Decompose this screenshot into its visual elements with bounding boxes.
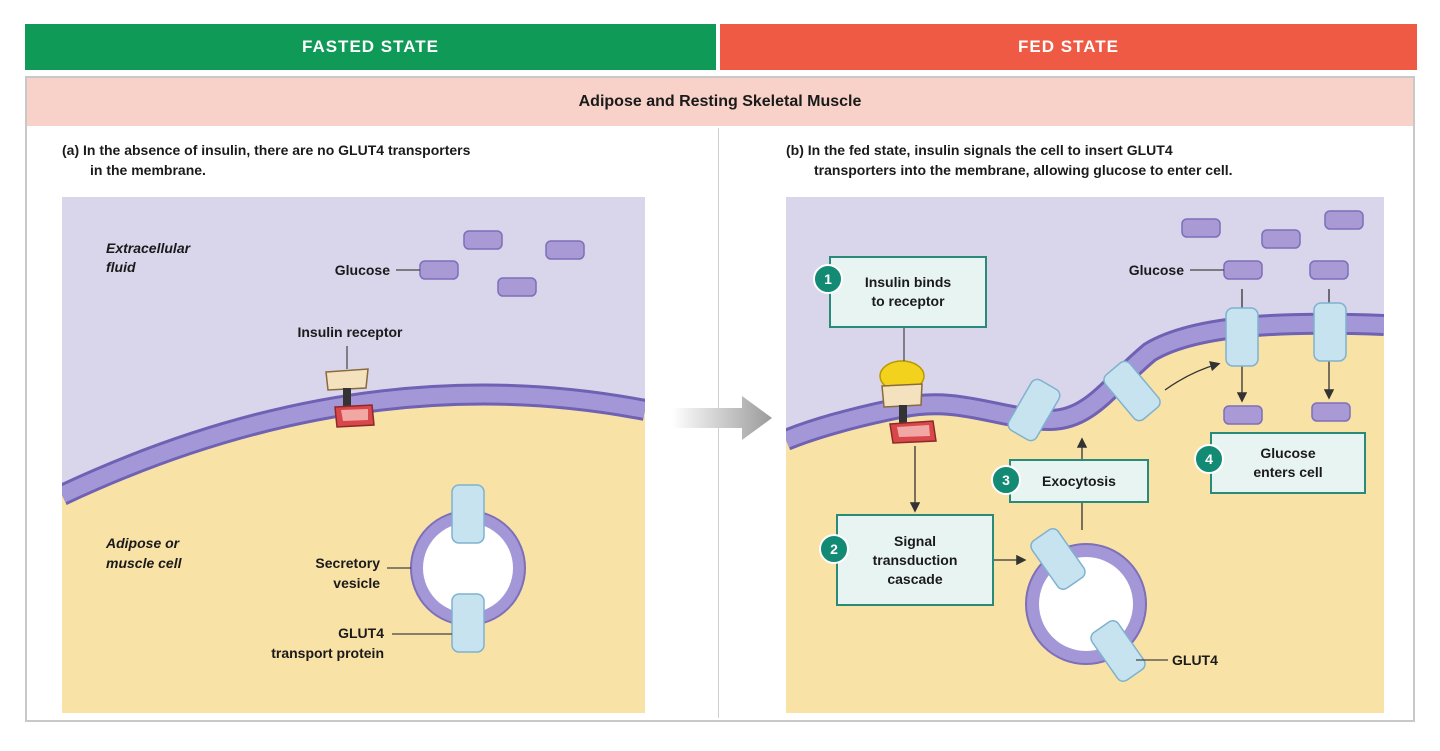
glut4-label-b: GLUT4 [1172, 652, 1218, 668]
fasted-state-header: FASTED STATE [25, 24, 716, 70]
glucose-label-b: Glucose [1129, 262, 1184, 278]
glucose-molecules-a [419, 230, 585, 297]
insulin-receptor-icon [325, 368, 375, 428]
cell-membrane-a-inner [62, 386, 645, 503]
glucose-label-a: Glucose [335, 262, 390, 278]
fed-state-header: FED STATE [720, 24, 1417, 70]
step-4-line2: enters cell [1253, 464, 1323, 480]
section-subheader: Adipose and Resting Skeletal Muscle [27, 78, 1413, 126]
vesicle-label-line2: vesicle [333, 575, 380, 591]
insulin-receptor-label: Insulin receptor [297, 324, 403, 340]
step-4-box: Glucose enters cell [1210, 432, 1366, 494]
glut4-transporter [451, 593, 485, 653]
extracellular-label-line1: Extracellular [106, 240, 192, 256]
step-1-box: Insulin binds to receptor [829, 256, 987, 328]
glucose-molecule [419, 260, 459, 280]
glut4-label-line2: transport protein [271, 645, 384, 661]
glucose-molecule [1223, 260, 1263, 280]
panel-a-caption: (a) In the absence of insulin, there are… [62, 140, 662, 180]
transition-arrow-icon [672, 396, 772, 440]
secretory-vesicle-b-icon [1025, 528, 1147, 682]
panel-a-caption-line1: (a) In the absence of insulin, there are… [62, 142, 471, 158]
glucose-molecule-inside [1311, 402, 1351, 422]
vesicle-label-line1: Secretory [315, 555, 380, 571]
insulin-bound-receptor-icon [879, 360, 937, 444]
step-1-badge: 1 [813, 264, 843, 294]
glucose-molecule [1309, 260, 1349, 280]
step-3-badge: 3 [991, 465, 1021, 495]
glut4-transporter [1090, 620, 1146, 682]
step-1-line1: Insulin binds [864, 274, 952, 290]
panel-a-diagram [62, 197, 645, 713]
insertion-arrow [1164, 361, 1221, 391]
panel-b-caption: (b) In the fed state, insulin signals th… [786, 140, 1396, 180]
step-2-line1: Signal [893, 532, 936, 549]
glut4-transporter [1103, 360, 1161, 422]
glut4-transporter [1030, 528, 1086, 590]
panel-a-caption-line2: in the membrane. [90, 162, 206, 178]
step-2-line3: cascade [887, 570, 943, 587]
step-2-badge: 2 [819, 534, 849, 564]
glucose-molecule [1324, 210, 1364, 230]
panel-b-caption-line2: transporters into the membrane, allowing… [814, 162, 1233, 178]
step-1-line2: to receptor [871, 293, 945, 309]
glucose-molecule [1181, 218, 1221, 238]
glucose-molecules-b [1181, 210, 1364, 425]
panel-b-caption-line1: (b) In the fed state, insulin signals th… [786, 142, 1173, 158]
extracellular-fluid-a [62, 197, 645, 495]
secretory-vesicle-icon [410, 484, 526, 653]
glut4-label-line1: GLUT4 [338, 625, 384, 641]
glut4-transporter [1313, 302, 1347, 362]
glut4-transporter [1007, 378, 1061, 442]
glucose-molecule [545, 240, 585, 260]
glut4-transporter [451, 484, 485, 544]
figure-frame [25, 76, 1415, 722]
extracellular-label-line2: fluid [106, 259, 136, 275]
step-4-line1: Glucose [1260, 445, 1316, 461]
step-2-box: Signal transduction cascade [836, 514, 994, 606]
step-3-box: Exocytosis [1009, 459, 1149, 503]
glucose-molecule [1261, 229, 1301, 249]
glucose-molecule [463, 230, 503, 250]
step-2-line2: transduction [872, 551, 958, 568]
step-4-badge: 4 [1194, 444, 1224, 474]
glucose-molecule [497, 277, 537, 297]
cell-label-line1: Adipose or [105, 535, 181, 551]
cell-label-line2: muscle cell [106, 555, 183, 571]
glut4-transporter [1225, 307, 1259, 367]
step-3-line1: Exocytosis [1042, 472, 1116, 489]
glucose-molecule-inside [1223, 405, 1263, 425]
